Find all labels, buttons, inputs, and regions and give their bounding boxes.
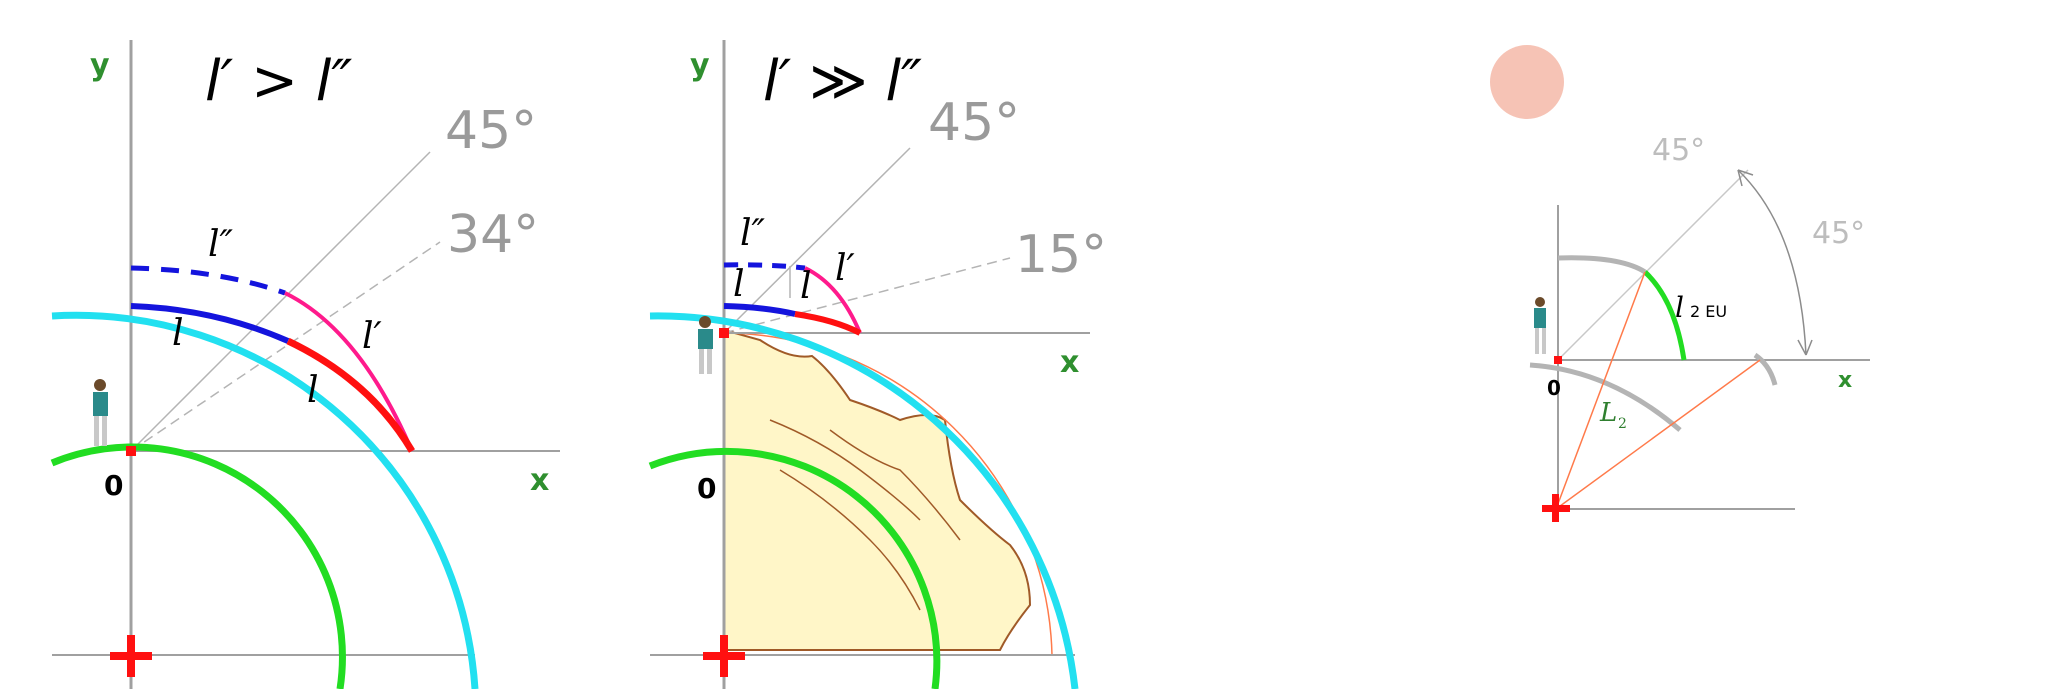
center-cross-icon (110, 635, 152, 677)
origin-label: 0 (104, 469, 123, 502)
cyan-arc (51, 311, 479, 689)
guide-45-line (1557, 169, 1749, 361)
red-arc (794, 311, 862, 336)
y-axis-label: y (690, 48, 710, 83)
curve-label-sub: 2 (1618, 416, 1627, 432)
magenta-arc (804, 266, 862, 334)
blue-arc (130, 303, 290, 344)
origin-marker (1554, 356, 1562, 364)
green-arc (50, 443, 346, 689)
guide-45-line (130, 151, 431, 452)
arc-label-l1: l′ (835, 248, 855, 289)
magenta-arc (284, 291, 414, 452)
guide-15-line (723, 257, 1011, 334)
cyan-arc (649, 312, 1079, 689)
angle-45-label: 45° (445, 101, 537, 161)
panel-1: y x 0 l′ > l″ 45° 34° l″ l l′ l (50, 40, 560, 689)
arc-label-l1: l′ (362, 316, 382, 357)
panel-3: 45° 45° l 2 EU x 0 L 2 (1490, 45, 1870, 522)
x-axis-label: x (530, 463, 549, 498)
coast-line-1 (769, 419, 921, 521)
arrowhead-bottom-icon (1797, 339, 1813, 356)
observer-icon (698, 316, 713, 374)
blue-dashed-arc (723, 262, 806, 271)
sun-icon (1490, 45, 1564, 119)
angle-15-label: 15° (1015, 225, 1107, 285)
origin-label: 0 (697, 472, 716, 505)
arc-label-l-left: l (172, 313, 184, 354)
origin-marker (719, 328, 729, 338)
gray-arc-top (1557, 255, 1647, 275)
gray-arc-right (1753, 352, 1778, 386)
panel-title: l′ > l″ (205, 49, 352, 114)
arc-label-l2: l″ (740, 213, 766, 254)
origin-marker (126, 446, 136, 456)
coast-line-3 (829, 429, 961, 541)
angle-45-label: 45° (928, 93, 1020, 153)
blue-dashed-arc (130, 265, 286, 296)
arc-label-l2: l″ (208, 224, 234, 265)
green-arc (1643, 270, 1687, 361)
red-arc (286, 337, 416, 453)
arrowhead-top-icon (1737, 169, 1754, 187)
green-arc (648, 447, 941, 689)
gray-arc-lower (1529, 362, 1682, 432)
blue-arc (723, 303, 796, 317)
x-axis-label: x (1060, 345, 1079, 380)
center-cross-icon (703, 635, 745, 677)
origin-label: 0 (1547, 376, 1561, 400)
center-cross-icon (1542, 494, 1570, 522)
y-axis-label: y (90, 48, 110, 83)
guide-34-line (130, 241, 441, 452)
panel-2: y x 0 l′ ≫ l″ 45° 15° l″ l′ l l (648, 40, 1107, 689)
panel-title: l′ ≫ l″ (763, 49, 922, 114)
arc-label: l (1675, 291, 1684, 324)
arc-label-l-right: l (307, 370, 319, 411)
curve-label: L (1599, 398, 1617, 428)
orange-line-1 (1555, 271, 1646, 510)
arc-label-l-b: l (800, 266, 812, 307)
x-axis-label: x (1838, 368, 1852, 393)
angle-34-label: 34° (447, 205, 539, 265)
arc-label-sub: 2 EU (1690, 302, 1727, 321)
observer-icon (93, 379, 108, 446)
observer-icon (1534, 297, 1546, 354)
arc-label-l-a: l (733, 264, 745, 305)
coast-line-2 (779, 469, 921, 611)
angle-arrow (1737, 169, 1807, 356)
guide-45-line (723, 147, 911, 334)
angle-top-label: 45° (1652, 133, 1705, 168)
orange-line-2 (1555, 359, 1761, 510)
angle-right-label: 45° (1812, 216, 1865, 251)
